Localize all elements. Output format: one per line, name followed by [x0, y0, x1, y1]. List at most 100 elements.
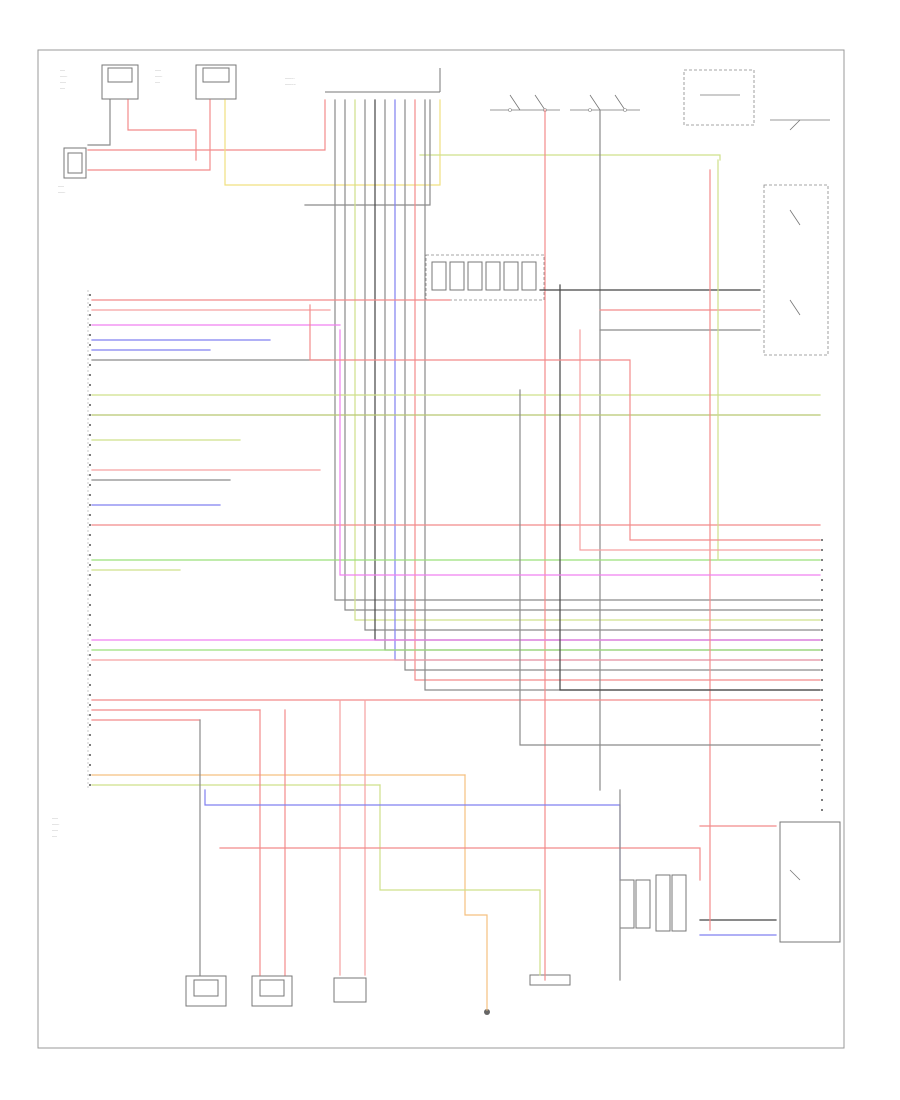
right-connector-pin — [821, 629, 823, 631]
sensor-top-left-2: ······ ······· ····· — [155, 64, 237, 100]
wire-bundle-gray-1 — [334, 99, 821, 601]
wire-bundle-gray-2 — [344, 99, 821, 611]
svg-text:·····: ····· — [52, 835, 57, 839]
svg-text:······: ······ — [52, 829, 58, 833]
sensor-bottom-1 — [185, 975, 227, 1007]
ecm-pin — [89, 394, 91, 396]
ecm-pin — [89, 404, 91, 406]
ecm-pin — [89, 604, 91, 606]
sensor-left: ······ ······· — [58, 147, 87, 195]
right-connector-pin — [821, 809, 823, 811]
ecm-pin — [89, 344, 91, 346]
wire-green-top — [419, 154, 721, 161]
right-connector-pin — [821, 759, 823, 761]
svg-text:·········: ········· — [285, 77, 295, 81]
fuse-bottom-right — [619, 874, 687, 932]
ecm-pin — [89, 574, 91, 576]
svg-text:·····: ····· — [60, 69, 65, 73]
ecm-pin — [89, 384, 91, 386]
ecm-pin — [89, 414, 91, 416]
wire-red-2 — [87, 99, 326, 151]
right-connector-pin — [821, 559, 823, 561]
ecm-pin — [89, 624, 91, 626]
ecm-pin — [89, 484, 91, 486]
ecm-pin — [89, 694, 91, 696]
wire-right-red2 — [309, 304, 821, 541]
right-connector-pin — [821, 729, 823, 731]
right-connector-pin — [821, 569, 823, 571]
wire-bundle-green-1 — [354, 99, 821, 621]
ecm-pin — [89, 734, 91, 736]
ecm-pin — [89, 714, 91, 716]
right-connector-pin — [821, 779, 823, 781]
ecm-pin — [89, 334, 91, 336]
ecm-pin — [89, 534, 91, 536]
right-connector-pin — [821, 539, 823, 541]
right-connector-pin — [821, 639, 823, 641]
ecm-pin — [89, 674, 91, 676]
wire-gray-1 — [87, 99, 111, 146]
right-connector-pin — [821, 789, 823, 791]
switch-top-1 — [490, 94, 560, 112]
svg-text:·····: ····· — [60, 87, 65, 91]
wire-drop-blue-1 — [204, 789, 621, 881]
ecm-pin — [89, 364, 91, 366]
right-connector-pin — [821, 679, 823, 681]
relay-right — [763, 184, 829, 356]
wire-bundle-gray-5 — [404, 99, 821, 671]
ecm-pin — [89, 564, 91, 566]
ecm-pin — [89, 464, 91, 466]
right-connector-pin — [821, 749, 823, 751]
ecm-pin — [89, 774, 91, 776]
ecm-pin — [89, 584, 91, 586]
ecm-pin — [89, 304, 91, 306]
ecm-pin — [89, 724, 91, 726]
ecm-pin — [89, 354, 91, 356]
ecm-pin — [89, 684, 91, 686]
ecm-left: ······ ······· ······ ····· — [52, 290, 89, 839]
right-connector-pin — [821, 609, 823, 611]
wire-gray-top — [304, 99, 431, 206]
sensor-top-left-1: ····· ······· ······ ····· — [60, 64, 139, 100]
ecm-pin — [89, 614, 91, 616]
ecm-pin — [89, 294, 91, 296]
sensor-bottom-2 — [251, 975, 293, 1007]
switch-top-2 — [570, 94, 640, 112]
svg-text:······: ······ — [58, 185, 64, 189]
ecm-pin — [89, 554, 91, 556]
wire-bundle-gray-3 — [364, 99, 821, 631]
pin-labels — [89, 294, 823, 811]
ecm-pin — [89, 454, 91, 456]
right-connector-pin — [821, 689, 823, 691]
ecm-pin — [89, 444, 91, 446]
ecm-pin — [89, 744, 91, 746]
ecm-pin — [89, 644, 91, 646]
svg-text:·····: ····· — [155, 81, 160, 85]
right-connector-pin — [821, 619, 823, 621]
ecm-pin — [89, 314, 91, 316]
right-connector-pin — [821, 769, 823, 771]
wire-right-gray2 — [519, 389, 821, 746]
ecm-pin — [89, 594, 91, 596]
wire-yellow-top — [224, 99, 441, 186]
ecm-pin — [89, 374, 91, 376]
ecm-pin — [89, 754, 91, 756]
wire-right-dark — [559, 284, 821, 691]
svg-text:······: ······ — [52, 817, 58, 821]
ecm-pin — [89, 434, 91, 436]
injector-bank — [425, 254, 545, 301]
wire-drop-red-bot — [219, 847, 701, 881]
svg-text:·······: ······· — [58, 191, 65, 195]
svg-text:·······: ······· — [155, 75, 162, 79]
ecm-pin — [89, 424, 91, 426]
ecm-pin — [89, 324, 91, 326]
wire-bundle-gray-4 — [384, 99, 821, 651]
connector-bottom-center — [529, 974, 571, 986]
right-connector-pin — [821, 649, 823, 651]
wire-bundle-red-1 — [414, 99, 821, 681]
ecm-pin — [89, 704, 91, 706]
ecm-pin — [89, 664, 91, 666]
relay-top-right — [683, 69, 830, 131]
right-connector-pin — [821, 669, 823, 671]
